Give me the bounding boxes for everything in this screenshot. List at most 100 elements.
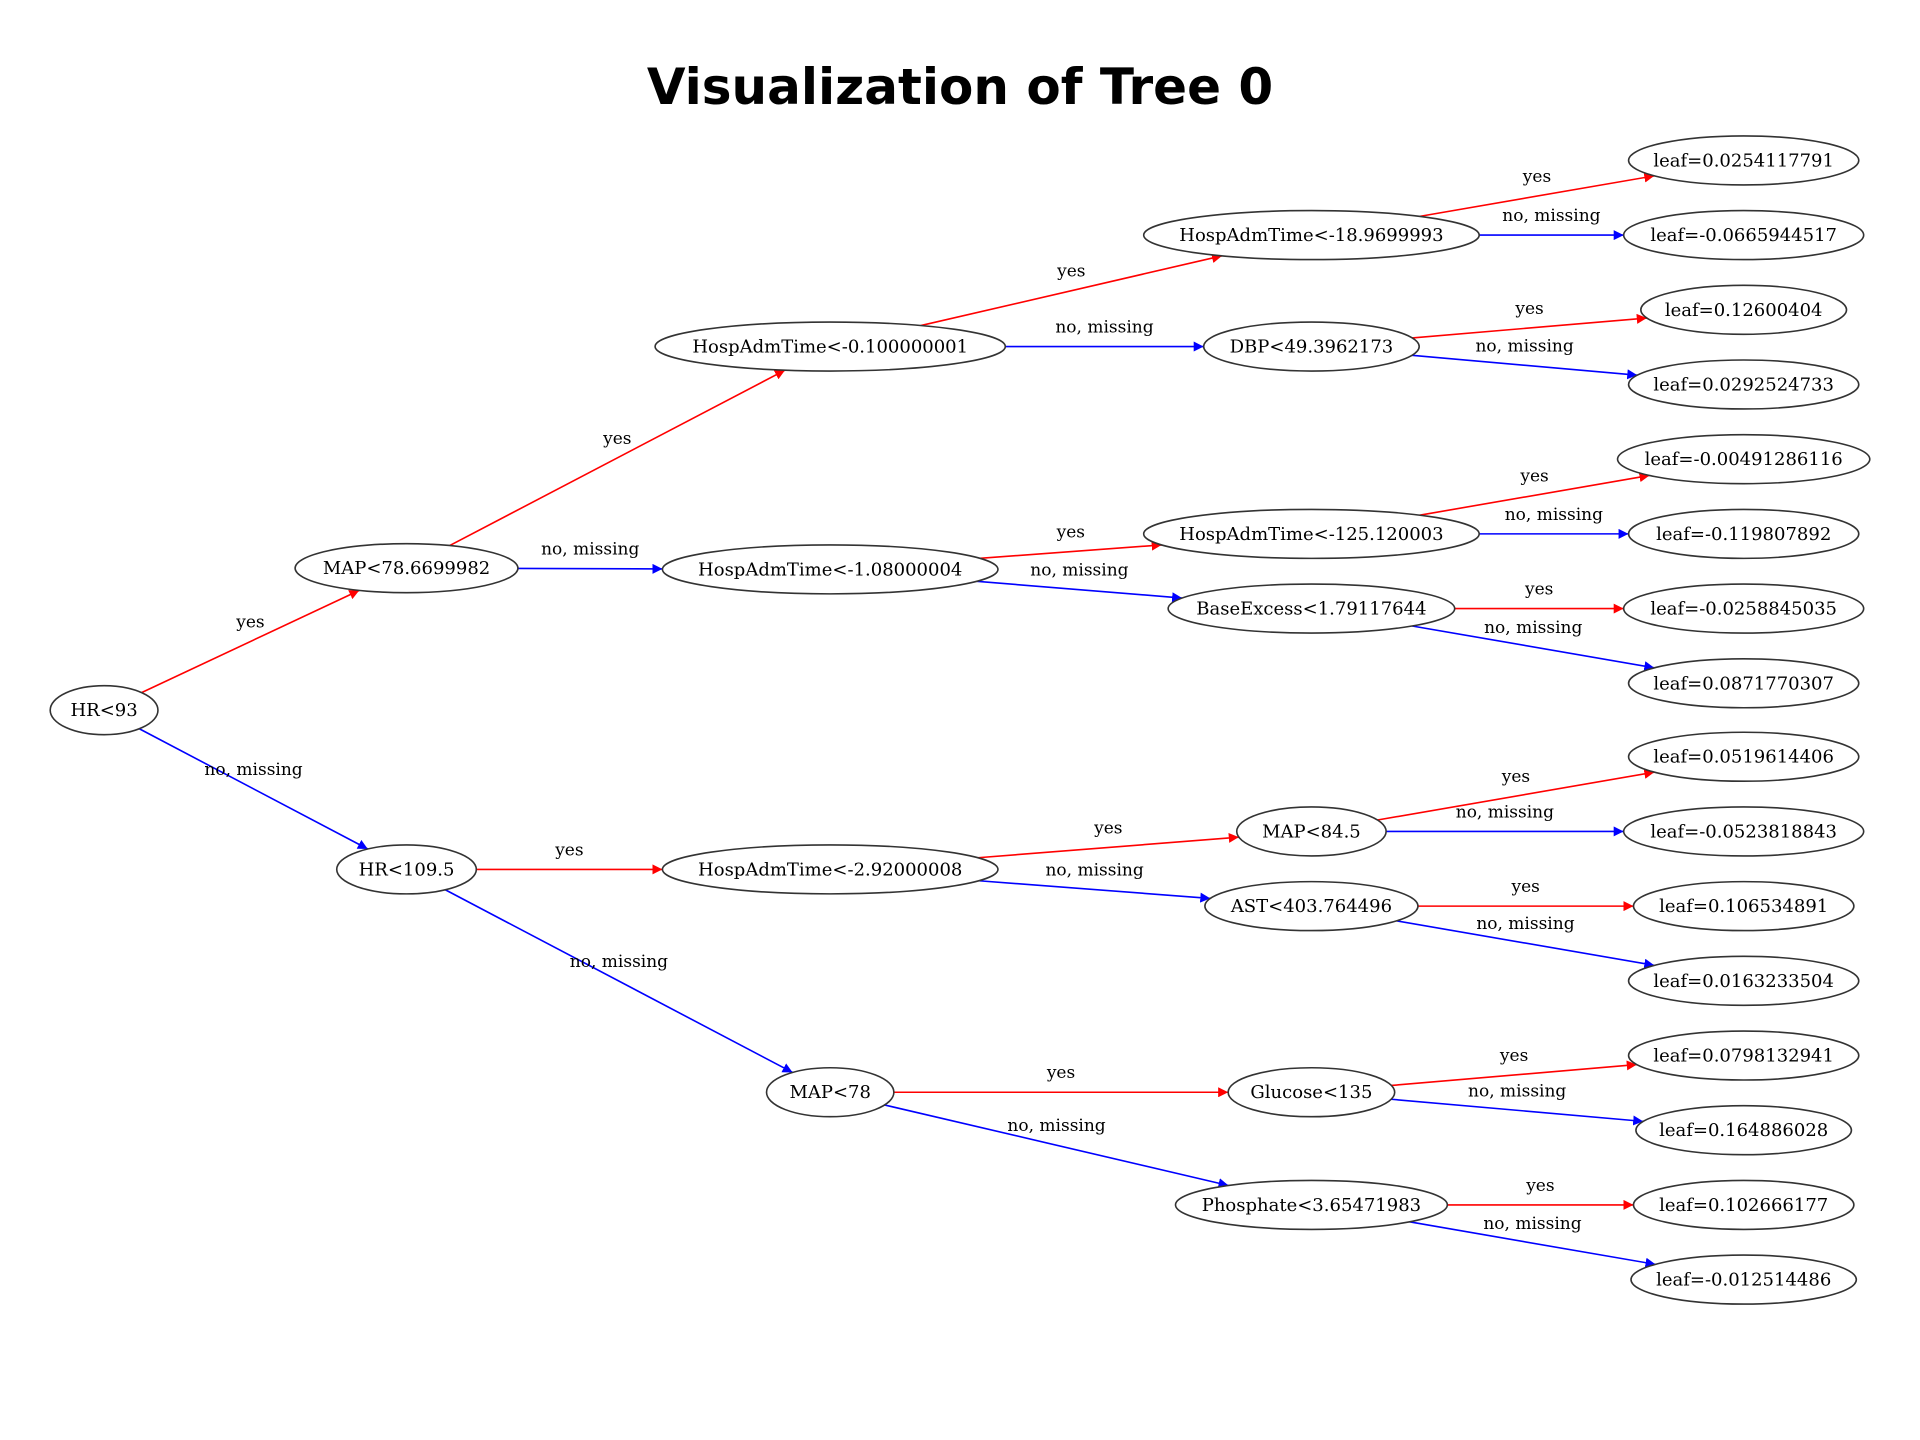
tree-node-l13: leaf=0.0798132941 bbox=[1627, 1030, 1860, 1081]
node-label-l7: leaf=-0.0258845035 bbox=[1650, 599, 1837, 620]
node-label-n5: HospAdmTime<-2.92000008 bbox=[698, 859, 962, 880]
tree-node-l15: leaf=0.102666177 bbox=[1632, 1179, 1855, 1231]
node-label-l1: leaf=0.0254117791 bbox=[1653, 150, 1834, 171]
tree-node-n12: AST<403.764496 bbox=[1204, 880, 1419, 932]
node-label-n3: HospAdmTime<-0.100000001 bbox=[692, 337, 968, 358]
edge-n5-n11 bbox=[977, 832, 1239, 859]
node-label-n13: Glucose<135 bbox=[1250, 1082, 1372, 1103]
tree-node-l14: leaf=0.164886028 bbox=[1635, 1104, 1853, 1156]
node-label-l14: leaf=0.164886028 bbox=[1659, 1120, 1828, 1141]
tree-node-n4: HospAdmTime<-1.08000004 bbox=[661, 544, 999, 595]
node-ellipse-l5 bbox=[1616, 433, 1871, 485]
edge-label-n0-n2: no, missing bbox=[204, 760, 302, 780]
tree-node-l12: leaf=0.0163233504 bbox=[1627, 955, 1860, 1007]
node-label-l4: leaf=0.0292524733 bbox=[1653, 374, 1834, 395]
node-label-n10: BaseExcess<1.79117644 bbox=[1196, 599, 1426, 620]
tree-node-l2: leaf=-0.0665944517 bbox=[1622, 209, 1865, 261]
node-ellipse-l11 bbox=[1632, 880, 1855, 932]
edge-label-n10-l7: yes bbox=[1524, 580, 1553, 600]
tree-node-l8: leaf=0.0871770307 bbox=[1627, 657, 1860, 709]
node-ellipse-l14 bbox=[1635, 1104, 1853, 1156]
node-ellipse-l6 bbox=[1627, 508, 1860, 560]
tree-node-n5: HospAdmTime<-2.92000008 bbox=[661, 844, 999, 895]
edge-label-n7-l2: no, missing bbox=[1502, 206, 1600, 226]
node-ellipse-l3 bbox=[1640, 284, 1848, 336]
node-ellipse-n2 bbox=[335, 844, 478, 895]
diagram-title: Visualization of Tree 0 bbox=[646, 58, 1274, 116]
edge-n4-n9 bbox=[979, 540, 1162, 560]
tree-node-l16: leaf=-0.012514486 bbox=[1630, 1254, 1858, 1305]
tree-node-n8: DBP<49.3962173 bbox=[1202, 321, 1420, 372]
node-label-l6: leaf=-0.119807892 bbox=[1656, 524, 1831, 545]
edge-n12-l12 bbox=[1396, 920, 1655, 969]
edge-n5-n12 bbox=[978, 879, 1211, 903]
tree-node-n7: HospAdmTime<-18.9699993 bbox=[1142, 209, 1480, 261]
node-ellipse-l1 bbox=[1627, 135, 1860, 186]
edge-n6-n14 bbox=[884, 1104, 1229, 1189]
tree-node-n2: HR<109.5 bbox=[335, 844, 478, 895]
edge-n11-l9 bbox=[1377, 768, 1655, 821]
edge-label-n5-n12: no, missing bbox=[1045, 861, 1143, 881]
node-ellipse-l15 bbox=[1632, 1179, 1855, 1231]
edge-n4-n10 bbox=[976, 580, 1183, 603]
tree-node-l5: leaf=-0.00491286116 bbox=[1616, 433, 1871, 485]
node-label-l5: leaf=-0.00491286116 bbox=[1645, 449, 1843, 470]
edge-label-n11-l9: yes bbox=[1501, 767, 1530, 787]
node-ellipse-l2 bbox=[1622, 209, 1865, 261]
node-label-n1: MAP<78.6699982 bbox=[323, 558, 490, 579]
edge-n2-n6 bbox=[444, 889, 793, 1074]
edge-label-n5-n11: yes bbox=[1093, 818, 1122, 838]
node-label-n6: MAP<78 bbox=[789, 1082, 871, 1103]
node-ellipse-l4 bbox=[1627, 359, 1860, 410]
edge-label-n6-n14: no, missing bbox=[1007, 1116, 1105, 1136]
edge-label-n14-l16: no, missing bbox=[1483, 1214, 1581, 1234]
edge-n7-l1 bbox=[1419, 172, 1655, 218]
tree-node-l9: leaf=0.0519614406 bbox=[1627, 731, 1860, 783]
node-label-l3: leaf=0.12600404 bbox=[1665, 300, 1823, 321]
edge-label-n2-n6: no, missing bbox=[570, 952, 668, 972]
node-label-n0: HR<93 bbox=[70, 700, 137, 721]
edge-n0-n1 bbox=[141, 589, 360, 694]
node-label-l9: leaf=0.0519614406 bbox=[1653, 747, 1834, 768]
edge-label-n11-l10: no, missing bbox=[1456, 802, 1554, 822]
node-ellipse-l10 bbox=[1622, 806, 1865, 857]
node-ellipse-n10 bbox=[1167, 583, 1456, 634]
edge-label-n7-l1: yes bbox=[1522, 167, 1551, 187]
edge-label-n4-n9: yes bbox=[1056, 523, 1085, 543]
edge-label-n4-n10: no, missing bbox=[1030, 561, 1128, 581]
edge-n1-n3 bbox=[449, 369, 786, 547]
edge-label-n3-n8: no, missing bbox=[1055, 318, 1153, 338]
tree-node-n3: HospAdmTime<-0.100000001 bbox=[654, 321, 1007, 372]
node-label-l15: leaf=0.102666177 bbox=[1659, 1195, 1828, 1216]
tree-node-l7: leaf=-0.0258845035 bbox=[1622, 583, 1865, 634]
node-ellipse-n4 bbox=[661, 544, 999, 595]
tree-node-l4: leaf=0.0292524733 bbox=[1627, 359, 1860, 410]
node-ellipse-n8 bbox=[1202, 321, 1420, 372]
tree-node-l6: leaf=-0.119807892 bbox=[1627, 508, 1860, 560]
node-ellipse-l9 bbox=[1627, 731, 1860, 783]
tree-node-l10: leaf=-0.0523818843 bbox=[1622, 806, 1865, 857]
edge-n9-l5 bbox=[1419, 472, 1650, 516]
node-label-n7: HospAdmTime<-18.9699993 bbox=[1179, 225, 1443, 246]
edge-label-n8-l4: no, missing bbox=[1475, 336, 1573, 356]
edge-n13-l14 bbox=[1391, 1098, 1644, 1126]
edge-label-n2-n5: yes bbox=[554, 840, 583, 860]
node-label-l13: leaf=0.0798132941 bbox=[1653, 1046, 1834, 1067]
node-label-l12: leaf=0.0163233504 bbox=[1653, 971, 1834, 992]
tree-node-n11: MAP<84.5 bbox=[1235, 806, 1387, 857]
node-ellipse-n9 bbox=[1142, 508, 1480, 560]
edge-label-n0-n1: yes bbox=[235, 612, 264, 632]
node-label-l11: leaf=0.106534891 bbox=[1659, 896, 1828, 917]
node-label-l2: leaf=-0.0665944517 bbox=[1650, 225, 1837, 246]
node-ellipse-n3 bbox=[654, 321, 1007, 372]
edge-n10-l8 bbox=[1412, 625, 1655, 672]
node-label-n14: Phosphate<3.65471983 bbox=[1202, 1195, 1421, 1216]
node-ellipse-n6 bbox=[765, 1066, 895, 1118]
node-label-n11: MAP<84.5 bbox=[1262, 821, 1361, 842]
node-label-n2: HR<109.5 bbox=[359, 859, 455, 880]
node-ellipse-l8 bbox=[1627, 657, 1860, 709]
node-ellipse-l16 bbox=[1630, 1254, 1858, 1305]
node-label-n12: AST<403.764496 bbox=[1230, 896, 1392, 917]
tree-node-n9: HospAdmTime<-125.120003 bbox=[1142, 508, 1480, 560]
